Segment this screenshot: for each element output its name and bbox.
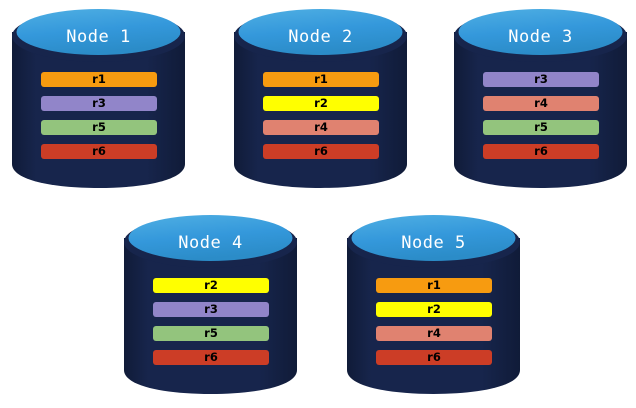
replica-bar-r6[interactable]: r6	[41, 144, 157, 159]
replica-bar-r5[interactable]: r5	[41, 120, 157, 135]
replica-list: r3 r4 r5 r6	[483, 72, 599, 159]
replica-bar-r1[interactable]: r1	[376, 278, 492, 293]
replica-bar-r4[interactable]: r4	[376, 326, 492, 341]
cylinder-top	[16, 9, 181, 55]
replica-bar-r2[interactable]: r2	[263, 96, 379, 111]
replica-bar-r4[interactable]: r4	[263, 120, 379, 135]
replica-bar-r6[interactable]: r6	[483, 144, 599, 159]
replica-bar-r4[interactable]: r4	[483, 96, 599, 111]
replica-bar-r6[interactable]: r6	[153, 350, 269, 365]
replica-bar-r5[interactable]: r5	[483, 120, 599, 135]
replica-bar-r5[interactable]: r5	[153, 326, 269, 341]
replica-list: r1 r2 r4 r6	[376, 278, 492, 365]
replica-bar-r1[interactable]: r1	[263, 72, 379, 87]
replica-list: r1 r2 r4 r6	[263, 72, 379, 159]
replica-list: r1 r3 r5 r6	[41, 72, 157, 159]
replica-bar-r1[interactable]: r1	[41, 72, 157, 87]
replica-bar-r6[interactable]: r6	[263, 144, 379, 159]
cylinder-top	[128, 215, 293, 261]
replica-bar-r6[interactable]: r6	[376, 350, 492, 365]
cylinder-top	[458, 9, 623, 55]
replica-bar-r3[interactable]: r3	[41, 96, 157, 111]
replica-bar-r3[interactable]: r3	[153, 302, 269, 317]
replica-bar-r2[interactable]: r2	[153, 278, 269, 293]
replica-bar-r2[interactable]: r2	[376, 302, 492, 317]
replica-list: r2 r3 r5 r6	[153, 278, 269, 365]
replica-bar-r3[interactable]: r3	[483, 72, 599, 87]
cylinder-top	[238, 9, 403, 55]
cylinder-top	[351, 215, 516, 261]
